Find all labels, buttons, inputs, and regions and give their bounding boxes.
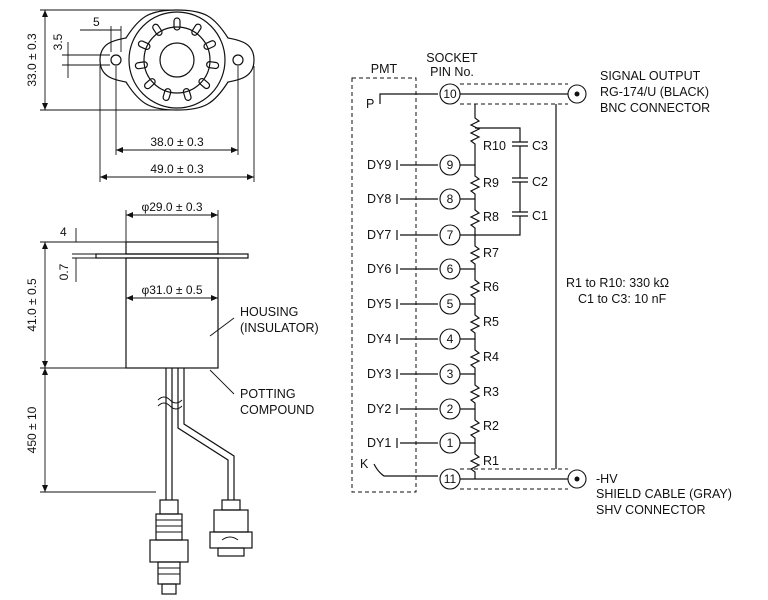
svg-text:1: 1 [447,436,454,450]
pmt-box [351,77,417,493]
svg-text:DY9: DY9 [367,158,391,172]
svg-text:C2: C2 [532,175,548,189]
pin-9: DY9 9 [367,154,461,176]
svg-text:R6: R6 [483,280,499,294]
svg-text:R10: R10 [483,139,506,153]
potting-label-2: COMPOUND [240,403,314,417]
socket-pin-slots [134,17,220,102]
bnc-connector [149,499,189,595]
housing-label-1: HOUSING [240,305,298,319]
svg-text:R5: R5 [483,315,499,329]
pin-11: K 11 [360,457,461,490]
divider-chain [460,104,481,479]
hv-label-2: SHIELD CABLE (GRAY) [596,487,732,501]
socket-top-view [99,9,255,111]
dim-cable-450: 450 ± 10 [25,406,39,453]
svg-text:9: 9 [447,158,454,172]
socket-side-view [95,241,253,595]
dim-flange-width: 49.0 ± 0.3 [99,66,255,182]
housing-callout: HOUSING (INSULATOR) [209,305,319,337]
anode-label: P [366,97,374,111]
dim-height-41: 41.0 ± 0.5 [25,278,39,332]
svg-text:R3: R3 [483,385,499,399]
dim-height-33: 33.0 ± 0.3 [25,33,39,87]
dim-slot-5: 5 [93,15,100,29]
dim-thick-0-7: 0.7 [57,263,71,280]
dim-diam-29: φ29.0 ± 0.3 [141,200,202,214]
dim-thick-4: 4 [60,225,67,239]
divider-schematic: PMT SOCKET PIN No. P 10 DY9 9 DY8 8 DY7 … [351,51,732,517]
hv-label-1: -HV [596,472,618,486]
svg-text:2: 2 [447,402,454,416]
dim-socket-height: 33.0 ± 0.3 [25,9,177,111]
dim-width-49: 49.0 ± 0.3 [150,162,204,176]
signal-label-2: RG-174/U (BLACK) [600,85,709,99]
svg-text:DY6: DY6 [367,262,391,276]
svg-text:R1: R1 [483,454,499,468]
potting-callout: POTTING COMPOUND [209,369,314,417]
signal-label-3: BNC CONNECTOR [600,101,710,115]
housing-label-2: (INSULATOR) [240,321,319,335]
dim-slot-width: 5 [80,15,122,52]
dim-slot-3-5: 3.5 [51,33,65,50]
svg-text:DY8: DY8 [367,192,391,206]
svg-text:R8: R8 [483,210,499,224]
potting-label-1: POTTING [240,387,296,401]
resistor-note: R1 to R10: 330 kΩ [566,276,669,290]
pin-6: DY6 6 [367,258,461,280]
svg-text:DY1: DY1 [367,436,391,450]
shv-connector [209,499,253,557]
svg-text:R4: R4 [483,350,499,364]
svg-text:DY3: DY3 [367,367,391,381]
dim-flange-thickness: 4 0.7 [57,225,126,282]
svg-text:6: 6 [447,262,454,276]
svg-text:R2: R2 [483,419,499,433]
svg-text:R9: R9 [483,176,499,190]
svg-text:DY2: DY2 [367,402,391,416]
svg-text:DY4: DY4 [367,332,391,346]
svg-text:7: 7 [447,228,454,242]
dim-body-diameter: φ31.0 ± 0.5 [126,283,218,301]
svg-text:8: 8 [447,192,454,206]
svg-text:10: 10 [443,87,457,101]
svg-text:DY5: DY5 [367,297,391,311]
pin-1: DY1 1 [367,432,461,454]
svg-text:DY7: DY7 [367,228,391,242]
svg-text:4: 4 [447,332,454,346]
pin-4: DY4 4 [367,328,461,350]
dim-top-diameter: φ29.0 ± 0.3 [125,200,219,242]
socket-label-2: PIN No. [430,65,474,79]
pin-7: DY7 7 [367,224,461,246]
capacitors: C3 C2 C1 [475,127,548,236]
pin-5: DY5 5 [367,293,461,315]
svg-text:C3: C3 [532,139,548,153]
dim-hole-spacing: 38.0 ± 0.3 [115,66,239,155]
cathode-label: K [360,457,369,471]
pin-3: DY3 3 [367,363,461,385]
pin-10: 10 [439,83,461,105]
pmt-title: PMT [371,62,398,76]
svg-text:5: 5 [447,297,454,311]
resistor-labels: R10 R9 R8 R7 R6 R5 R4 R3 R2 R1 [483,139,506,468]
svg-text:R7: R7 [483,246,499,260]
dim-diam-31: φ31.0 ± 0.5 [141,283,202,297]
dim-cable-length: 450 ± 10 [25,368,156,493]
socket-label-1: SOCKET [426,51,478,65]
pin-8: DY8 8 [367,188,461,210]
svg-text:11: 11 [444,472,457,486]
svg-text:3: 3 [447,367,454,381]
pin-2: DY2 2 [367,398,461,420]
dim-slot-height: 3.5 [51,33,110,78]
svg-text:C1: C1 [532,209,548,223]
dim-holes-38: 38.0 ± 0.3 [150,135,204,149]
dim-body-height: 41.0 ± 0.5 [25,241,126,369]
signal-label-1: SIGNAL OUTPUT [600,69,701,83]
hv-label-3: SHV CONNECTOR [596,503,706,517]
capacitor-note: C1 to C3: 10 nF [578,292,667,306]
